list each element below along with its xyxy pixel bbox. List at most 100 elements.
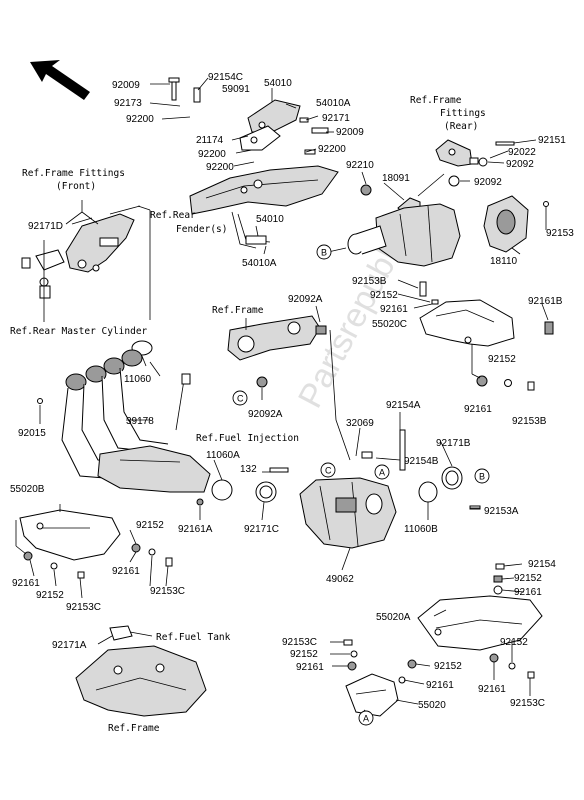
part-number: 92152 xyxy=(434,661,462,672)
reference-labels: Ref.Frame Fittings (Rear) Ref.Frame Fitt… xyxy=(10,95,486,734)
part-number: 55020 xyxy=(418,700,446,711)
part-number: 92151 xyxy=(538,135,566,146)
part-number: 92152 xyxy=(488,354,516,365)
heat-shield-55020c-drawing xyxy=(419,281,554,391)
part-number: 55020A xyxy=(376,612,411,623)
frame-fittings-front-drawing xyxy=(21,205,141,299)
heat-shield-55020b-drawing xyxy=(19,509,173,579)
part-number: 54010 xyxy=(256,214,284,225)
part-number: 11060B xyxy=(404,524,438,535)
part-number: 92161 xyxy=(464,404,492,415)
ref-frame-fittings-front-2: (Front) xyxy=(56,181,96,192)
svg-text:C: C xyxy=(325,466,332,476)
part-number: 92154B xyxy=(404,456,439,467)
part-number: 92161A xyxy=(178,524,213,535)
part-number: 92152 xyxy=(370,290,398,301)
heat-shield-55020-drawing xyxy=(343,639,417,717)
part-number: 92092A xyxy=(248,409,283,420)
part-number: 92161 xyxy=(380,304,408,315)
part-number: 92161 xyxy=(478,684,506,695)
part-number: 92171B xyxy=(436,438,471,449)
lower-frame-bracket-drawing xyxy=(75,625,207,717)
part-number: 92153A xyxy=(484,506,519,517)
part-number: 92092A xyxy=(288,294,323,305)
part-number: 18091 xyxy=(382,173,410,184)
part-number: 92153B xyxy=(352,276,387,287)
part-number: 39178 xyxy=(126,416,154,427)
part-number: 92153C xyxy=(66,602,101,613)
part-number: 92200 xyxy=(126,114,154,125)
svg-text:A: A xyxy=(379,468,385,478)
callout-c-frame: C xyxy=(232,390,248,406)
svg-text:C: C xyxy=(237,394,244,404)
part-number: 54010 xyxy=(264,78,292,89)
part-number: 92015 xyxy=(18,428,46,439)
pre-chamber-drawing xyxy=(299,329,406,549)
part-number: 59091 xyxy=(222,84,250,95)
ref-frame-bottom: Ref.Frame xyxy=(108,723,160,734)
part-number: 21174 xyxy=(196,135,224,146)
ref-fuel-injection: Ref.Fuel Injection xyxy=(196,433,299,444)
leader-lines xyxy=(15,77,549,717)
frame-mid-bracket-drawing xyxy=(227,315,327,388)
part-number: 92153B xyxy=(512,416,547,427)
ref-fuel-tank: Ref.Fuel Tank xyxy=(156,632,231,643)
part-number: 49062 xyxy=(326,574,354,585)
part-number: 132 xyxy=(240,464,257,475)
part-number: 92161 xyxy=(112,566,140,577)
part-number: 92153C xyxy=(150,586,185,597)
callout-c-chamber: C xyxy=(320,462,336,478)
part-number: 92161 xyxy=(12,578,40,589)
callout-a-chamber: A xyxy=(374,464,390,480)
front-direction-arrow-icon xyxy=(30,60,90,100)
part-number: 92153C xyxy=(510,698,545,709)
part-number: 92200 xyxy=(318,144,346,155)
svg-text:B: B xyxy=(321,248,327,258)
ref-rear-master-cylinder: Ref.Rear Master Cylinder xyxy=(10,326,148,337)
part-number: 11060 xyxy=(124,374,152,385)
part-number: 92171 xyxy=(322,113,350,124)
part-number: 92009 xyxy=(112,80,140,91)
ref-frame-fittings-rear-3: (Rear) xyxy=(444,121,478,132)
part-number: 92210 xyxy=(346,160,374,171)
part-number: 92154C xyxy=(208,72,243,83)
frame-fittings-rear-drawing xyxy=(435,139,515,187)
part-number: 92200 xyxy=(198,149,226,160)
part-number: 92152 xyxy=(500,637,528,648)
part-number: 92161 xyxy=(514,587,542,598)
part-number: 11060A xyxy=(206,450,240,461)
ref-rear-fender: Ref.Rear xyxy=(150,210,196,221)
part-number: 92154 xyxy=(528,559,556,570)
part-number-labels: 92009 92154C 59091 54010 92173 54010A 92… xyxy=(10,72,574,711)
part-number: 92161 xyxy=(426,680,454,691)
part-number: 54010A xyxy=(242,258,277,269)
rear-bracket-assembly-drawing xyxy=(168,77,339,249)
heat-shield-55020a-drawing xyxy=(417,563,543,679)
part-number: 92161 xyxy=(296,662,324,673)
part-number: 92152 xyxy=(514,573,542,584)
part-number: 92200 xyxy=(206,162,234,173)
part-number: 92152 xyxy=(290,649,318,660)
part-number: 92092 xyxy=(474,177,502,188)
callout-a-shield: A xyxy=(358,710,374,726)
exhaust-header-drawing xyxy=(37,340,211,506)
clamp-drawing xyxy=(211,467,289,503)
part-number: 92154A xyxy=(386,400,421,411)
part-number: 92171D xyxy=(28,221,63,232)
part-number: 92092 xyxy=(506,159,534,170)
ref-frame-fittings-rear: Ref.Frame xyxy=(410,95,462,106)
part-number: 92171C xyxy=(244,524,279,535)
part-number: 32069 xyxy=(346,418,374,429)
rear-clamp-drawing xyxy=(418,466,481,510)
silencer-drawing xyxy=(347,184,549,267)
part-number: 92152 xyxy=(36,590,64,601)
svg-text:A: A xyxy=(363,714,369,724)
ref-frame-fittings-rear-2: Fittings xyxy=(440,108,486,119)
part-number: 92153 xyxy=(546,228,574,239)
part-number: 18110 xyxy=(490,256,518,267)
ref-frame-mid: Ref.Frame xyxy=(212,305,264,316)
callout-b-clamp: B xyxy=(474,468,490,484)
part-number: 92009 xyxy=(336,127,364,138)
callout-b-silencer: B xyxy=(316,244,332,260)
part-number: 55020B xyxy=(10,484,45,495)
